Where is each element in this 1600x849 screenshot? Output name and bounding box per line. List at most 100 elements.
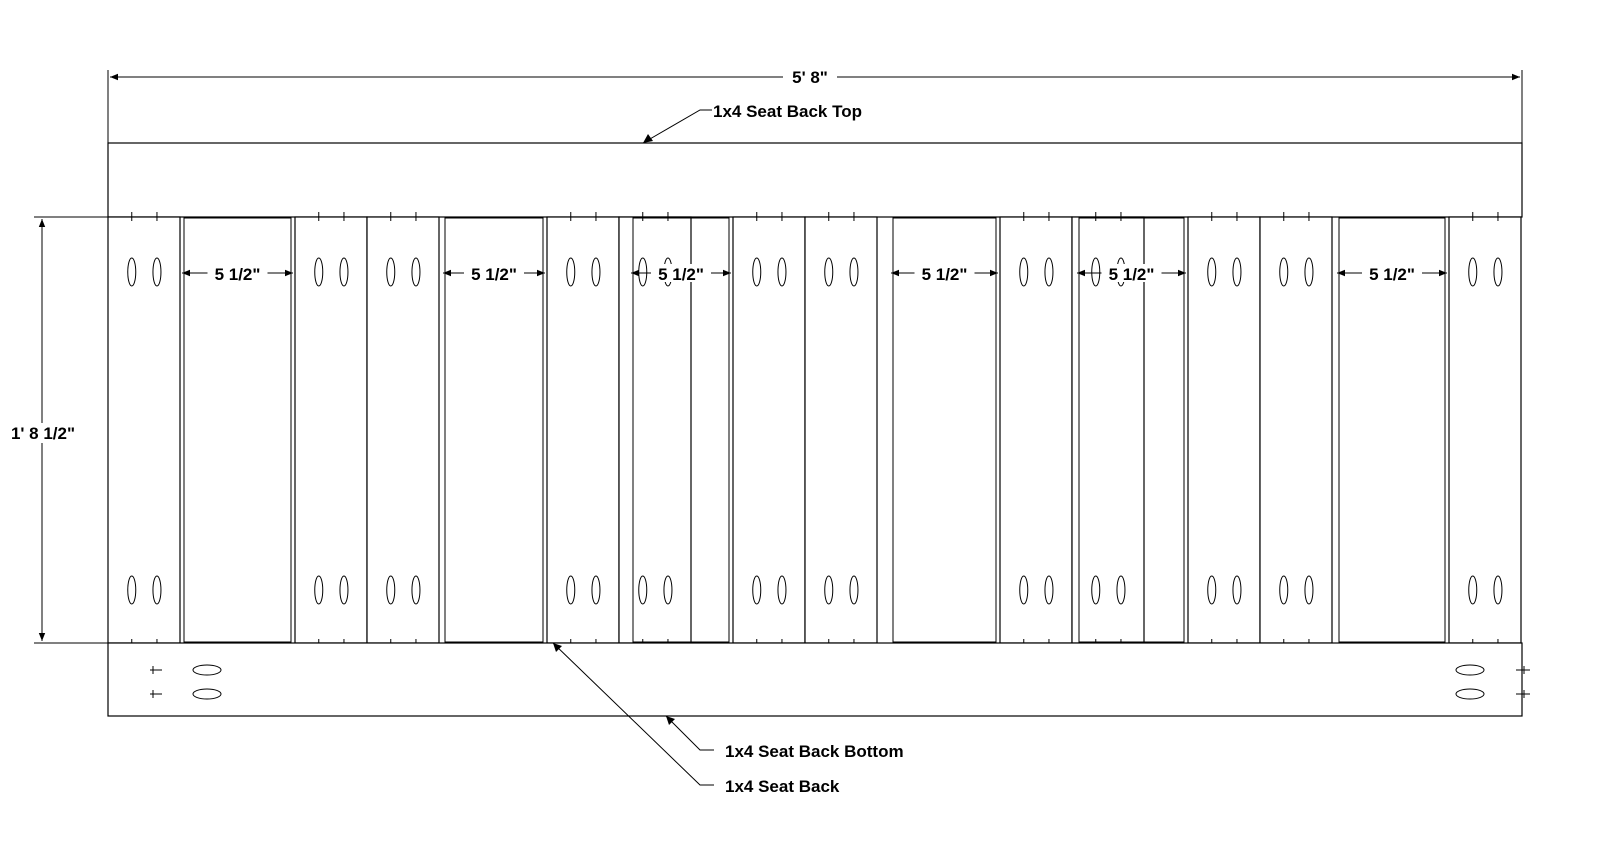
screw-hole — [824, 257, 834, 287]
screw-hole — [1468, 575, 1478, 605]
gap-dimensions: 5 1/2" 5 1/2" 5 1/2" 5 1/2" 5 1/2" 5 1/2" — [182, 217, 1447, 643]
gap-width-label: 5 1/2" — [1369, 265, 1415, 284]
screw-hole — [1468, 257, 1478, 287]
seat-back-slat — [1448, 212, 1522, 648]
gap-dimension: 5 1/2" — [443, 217, 545, 643]
gap-opening — [1338, 217, 1446, 643]
screw-hole — [314, 257, 324, 287]
screw-hole — [638, 575, 648, 605]
seat-back-label: 1x4 Seat Back — [725, 777, 840, 796]
seat-back-leader: 1x4 Seat Back — [552, 642, 840, 796]
bottom-rail-hole — [192, 688, 222, 700]
screw-hole — [591, 575, 601, 605]
seat-back-slat — [804, 212, 878, 648]
screw-hole — [152, 575, 162, 605]
screw-hole — [1207, 575, 1217, 605]
screw-hole — [1304, 257, 1314, 287]
seat-back-slat — [366, 212, 440, 648]
seat-back-top-label: 1x4 Seat Back Top — [713, 102, 862, 121]
overall-height-dimension: 1' 8 1/2" — [2, 216, 108, 644]
gap-width-label: 5 1/2" — [215, 265, 261, 284]
seat-back-slats — [107, 212, 1522, 648]
screw-hole — [411, 575, 421, 605]
screw-hole — [591, 257, 601, 287]
gap-dimension: 5 1/2" — [1337, 217, 1447, 643]
screw-hole — [1304, 575, 1314, 605]
bottom-rail-hole — [1455, 688, 1485, 700]
screw-hole — [1493, 575, 1503, 605]
slat-board — [1187, 216, 1261, 644]
screw-hole — [849, 257, 859, 287]
screw-hole — [127, 575, 137, 605]
gap-opening — [632, 217, 730, 643]
screw-hole — [1232, 575, 1242, 605]
seat-back-slat — [999, 212, 1073, 648]
slat-board — [366, 216, 440, 644]
slat-board — [732, 216, 806, 644]
bottom-rail-hole — [192, 664, 222, 676]
slat-board — [618, 216, 692, 644]
screw-hole — [339, 575, 349, 605]
overall-height-label: 1' 8 1/2" — [11, 424, 75, 443]
slat-board — [1448, 216, 1522, 644]
screw-hole — [663, 575, 673, 605]
seat-back-bottom-leader: 1x4 Seat Back Bottom — [665, 715, 904, 761]
screw-hole — [566, 575, 576, 605]
screw-hole — [1279, 257, 1289, 287]
gap-width-label: 5 1/2" — [1109, 265, 1155, 284]
screw-hole — [849, 575, 859, 605]
seat-back-bottom-label: 1x4 Seat Back Bottom — [725, 742, 904, 761]
screw-hole — [752, 575, 762, 605]
seat-back-slat — [1187, 212, 1261, 648]
screw-hole — [638, 257, 648, 287]
seat-back-slat — [294, 212, 368, 648]
seat-back-slat — [546, 212, 620, 648]
screw-hole — [314, 575, 324, 605]
screw-hole — [1493, 257, 1503, 287]
gap-opening — [1078, 217, 1185, 643]
screw-hole — [1019, 575, 1029, 605]
slat-board — [294, 216, 368, 644]
screw-hole — [339, 257, 349, 287]
slat-board — [107, 216, 181, 644]
screw-hole — [1019, 257, 1029, 287]
gap-width-label: 5 1/2" — [658, 265, 704, 284]
screw-hole — [752, 257, 762, 287]
screw-hole — [1279, 575, 1289, 605]
gap-width-label: 5 1/2" — [922, 265, 968, 284]
gap-dimension: 5 1/2" — [1077, 217, 1186, 643]
slat-board — [546, 216, 620, 644]
bottom-rail-holes — [150, 664, 1530, 700]
slat-board — [1259, 216, 1333, 644]
bottom-rail-hole — [1455, 664, 1485, 676]
screw-hole — [824, 575, 834, 605]
seat-back-slat — [1259, 212, 1333, 648]
seat-back-top-rail — [107, 142, 1523, 218]
overall-width-label: 5' 8" — [792, 68, 828, 87]
seat-back-slat — [618, 212, 692, 648]
screw-hole — [1044, 257, 1054, 287]
screw-hole — [411, 257, 421, 287]
screw-hole — [1232, 257, 1242, 287]
screw-hole — [386, 575, 396, 605]
screw-hole — [1116, 575, 1126, 605]
screw-hole — [1091, 575, 1101, 605]
screw-hole — [777, 257, 787, 287]
gap-width-label: 5 1/2" — [471, 265, 517, 284]
gap-opening — [892, 217, 997, 643]
seat-back-slat — [107, 212, 181, 648]
screw-hole — [566, 257, 576, 287]
screw-hole — [1091, 257, 1101, 287]
screw-hole — [152, 257, 162, 287]
screw-hole — [777, 575, 787, 605]
slat-board — [804, 216, 878, 644]
screw-hole — [1207, 257, 1217, 287]
gap-dimension: 5 1/2" — [891, 217, 998, 643]
gap-opening — [444, 217, 544, 643]
gap-dimension: 5 1/2" — [182, 217, 293, 643]
slat-board — [999, 216, 1073, 644]
screw-hole — [386, 257, 396, 287]
seat-back-top-leader: 1x4 Seat Back Top — [642, 102, 862, 144]
overall-width-dimension: 5' 8" — [107, 68, 1523, 143]
